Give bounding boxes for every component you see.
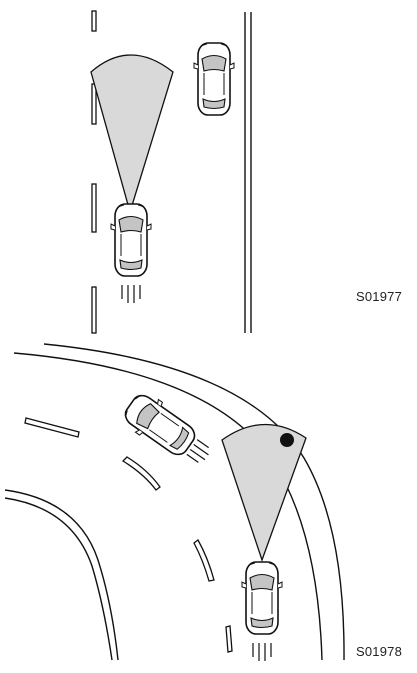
road-edge-right [244,12,252,333]
radar-detection-zone-curve [221,423,307,562]
figure-curved-road [4,343,345,662]
lane-dashes-left [91,10,97,334]
figure-straight-road [90,10,252,334]
road-edge-inner-2 [4,497,113,661]
lane-dashes-curve [24,417,233,653]
own-vehicle-bottom [241,561,283,635]
road-edge-inner-1 [4,489,119,661]
car-on-curve [118,387,202,463]
radar-detection-zone [90,54,174,215]
figure-code-bottom: S01978 [356,644,403,659]
own-vehicle-top [110,203,152,277]
road-edge-outer-2 [43,343,345,661]
motion-lines-bottom [252,642,272,662]
figure-code-top: S01977 [356,289,403,304]
detected-object-marker [280,433,294,447]
motion-lines-top [121,284,141,304]
car-ahead-adjacent [193,42,235,116]
